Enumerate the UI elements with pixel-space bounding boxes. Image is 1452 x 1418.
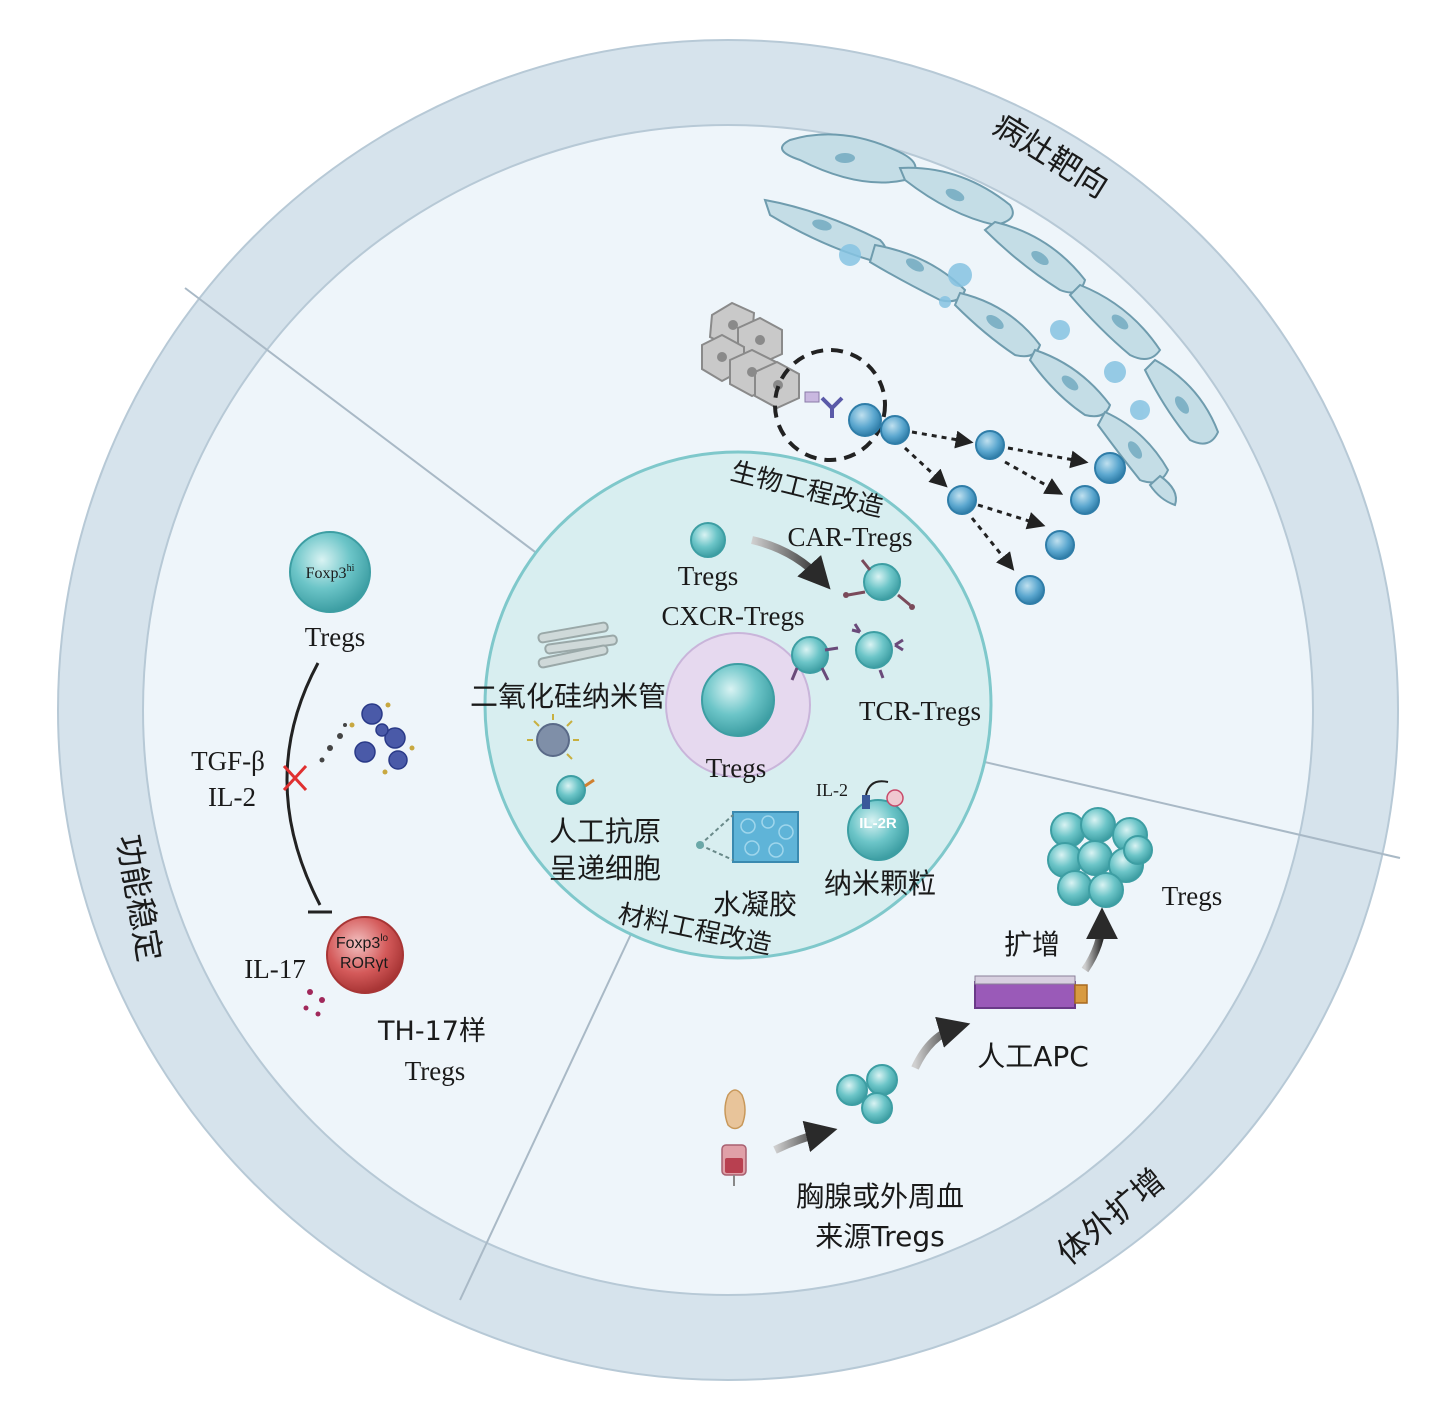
- engineering-arrow: [751, 536, 831, 590]
- cxcr-treg-cell: [790, 636, 839, 681]
- tumor-cell-icon: [701, 301, 800, 410]
- th17-label-line1: TH-17样: [377, 1016, 486, 1047]
- th17-label-line2: Tregs: [405, 1056, 466, 1086]
- antibody-icon: [820, 396, 844, 418]
- source-tregs-label: Tregs: [678, 561, 739, 591]
- car-treg-cell: [843, 559, 915, 610]
- nanoparticle-icon: IL-2R: [847, 780, 909, 861]
- migration-arrows: [903, 430, 1089, 571]
- il2r-label: IL-2R: [859, 815, 897, 832]
- artificial-apc-label: 人工APC: [977, 1040, 1089, 1073]
- inhibition-curve: [285, 662, 322, 906]
- hydrogel-icon: [696, 811, 799, 863]
- core-treg-cell: [701, 663, 775, 737]
- endothelial-cell-icon: [763, 133, 1220, 507]
- primary-treg-cluster: [836, 1064, 898, 1124]
- source-to-cells-arrow: [773, 1120, 838, 1154]
- car-tregs-label: CAR-Tregs: [787, 522, 912, 552]
- il2-particle-label: IL-2: [816, 780, 848, 800]
- foxp3-hi-treg-cell: Foxp3hi: [289, 531, 371, 613]
- nanoparticle-label: 纳米颗粒: [824, 867, 936, 900]
- tgf-beta-label: TGF-β: [191, 746, 265, 776]
- flask-icon: [974, 975, 1088, 1009]
- il2-stability-label: IL-2: [208, 782, 256, 812]
- antigen-block: [804, 391, 820, 403]
- foxp3-lo-label: Foxp3lo: [336, 933, 389, 952]
- cells-to-flask-arrow: [911, 1016, 971, 1070]
- roryt-label: RORγt: [340, 955, 389, 972]
- thymus-icon: [724, 1089, 746, 1130]
- th17-like-treg-cell: Foxp3lo RORγt: [326, 916, 404, 994]
- silica-nanotube-label: 二氧化硅纳米管: [470, 680, 666, 713]
- targeting-highlight-circle: [773, 348, 887, 462]
- il17-dots: [303, 989, 325, 1017]
- il17-label: IL-17: [244, 954, 305, 984]
- targeting-car-treg: [848, 403, 882, 437]
- tcr-treg-cell: [851, 623, 904, 679]
- source-label-line1: 胸腺或外周血: [796, 1180, 964, 1213]
- stable-tregs-label: Tregs: [305, 622, 366, 652]
- cxcr-tregs-label: CXCR-Tregs: [661, 601, 804, 631]
- source-treg-cell: [690, 522, 726, 558]
- blood-bag-icon: [721, 1144, 747, 1186]
- core-label: Tregs: [706, 753, 767, 783]
- nanotube-icon: [537, 621, 618, 669]
- expanded-treg-cluster: [1047, 807, 1153, 908]
- nanoparticle-cluster-icon: [319, 702, 415, 775]
- aapc-icon: [527, 714, 595, 805]
- aapc-label-line2: 呈递细胞: [549, 852, 661, 885]
- hydrogel-label: 水凝胶: [713, 888, 797, 921]
- migrating-treg-cells: [880, 415, 1126, 605]
- aapc-label-line1: 人工抗原: [549, 815, 661, 848]
- foxp3-hi-label: Foxp3hi: [306, 563, 355, 582]
- blocked-x-icon: [282, 764, 308, 792]
- expanded-tregs-label: Tregs: [1162, 881, 1223, 911]
- tcr-tregs-label: TCR-Tregs: [859, 696, 981, 726]
- flask-to-tregs-arrow: [1081, 907, 1118, 973]
- source-label-line2: 来源Tregs: [815, 1220, 944, 1253]
- expand-label: 扩增: [1004, 928, 1060, 961]
